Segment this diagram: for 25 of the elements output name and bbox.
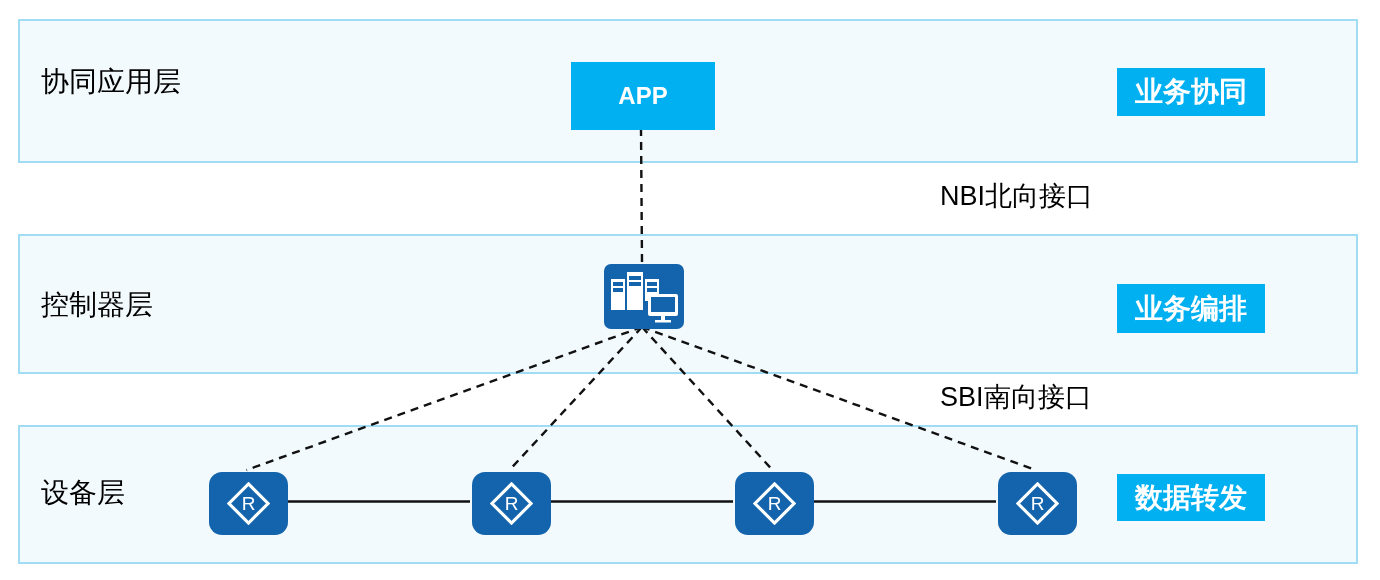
function-tag: 业务编排 — [1117, 284, 1265, 333]
router-letter: R — [1030, 493, 1045, 514]
connector-line — [286, 500, 470, 503]
interface-label: NBI北向接口 — [940, 180, 1093, 212]
layer-label: 设备层 — [41, 477, 125, 509]
dashed-connector — [639, 128, 644, 262]
layer-label: 协同应用层 — [41, 66, 181, 98]
layer-band — [18, 425, 1358, 564]
layer-band — [18, 234, 1358, 374]
layer-band — [18, 19, 1358, 163]
dashed-connector — [641, 326, 774, 471]
router-tile — [998, 472, 1077, 535]
router-letter: R — [767, 493, 782, 514]
router-letter: R — [241, 493, 256, 514]
router-tile — [209, 472, 288, 535]
router-letter: R — [504, 493, 519, 514]
router-tile — [735, 472, 814, 535]
router-tile — [472, 472, 551, 535]
interface-label: SBI南向接口 — [940, 381, 1092, 413]
app-box: APP — [571, 62, 715, 130]
connector-line — [549, 500, 733, 503]
function-tag: 业务协同 — [1117, 68, 1265, 116]
function-tag: 数据转发 — [1117, 474, 1265, 521]
connector-line — [812, 500, 996, 503]
layer-label: 控制器层 — [41, 289, 153, 321]
